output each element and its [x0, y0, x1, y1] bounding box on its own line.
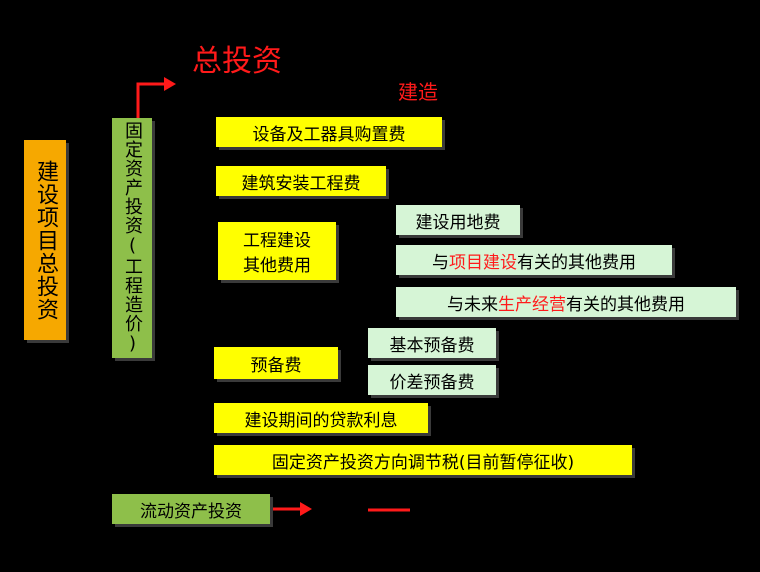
building-fee: 建筑安装工程费: [216, 166, 386, 196]
arrow-head-total: [164, 77, 176, 91]
land-fee: 建设用地费: [396, 205, 520, 235]
project-related-fee: 与项目建设有关的其他费用: [396, 245, 672, 275]
arrow-to-total: [136, 82, 172, 118]
future-related-fee: 与未来生产经营有关的其他费用: [396, 287, 736, 317]
arrow-head-current: [300, 502, 312, 516]
equipment-fee: 设备及工器具购置费: [216, 117, 442, 147]
other-line-1: 工程建设: [243, 231, 311, 251]
current-asset-investment: 流动资产投资: [112, 494, 270, 524]
page-title: 总投资: [192, 44, 282, 79]
other-line-2: 其他费用: [243, 256, 311, 276]
project-highlight: 项目建设: [449, 252, 517, 273]
future-pre: 与未来: [447, 294, 498, 315]
root-total-investment: 建设项目总投资: [24, 140, 66, 340]
fixed-asset-investment: 固定资产投资(工程造价): [112, 118, 152, 358]
investment-direction-tax: 固定资产投资方向调节税(目前暂停征收): [214, 445, 632, 475]
future-post: 有关的其他费用: [566, 294, 685, 315]
reserve-fee: 预备费: [214, 347, 338, 379]
construction-label: 建造: [398, 80, 438, 104]
project-post: 有关的其他费用: [517, 252, 636, 273]
project-pre: 与: [432, 252, 449, 273]
future-highlight: 生产经营: [498, 294, 566, 315]
loan-interest: 建设期间的贷款利息: [214, 403, 428, 433]
other-construction-fee: 工程建设 其他费用: [218, 222, 336, 280]
price-reserve-fee: 价差预备费: [368, 365, 496, 395]
basic-reserve-fee: 基本预备费: [368, 328, 496, 358]
